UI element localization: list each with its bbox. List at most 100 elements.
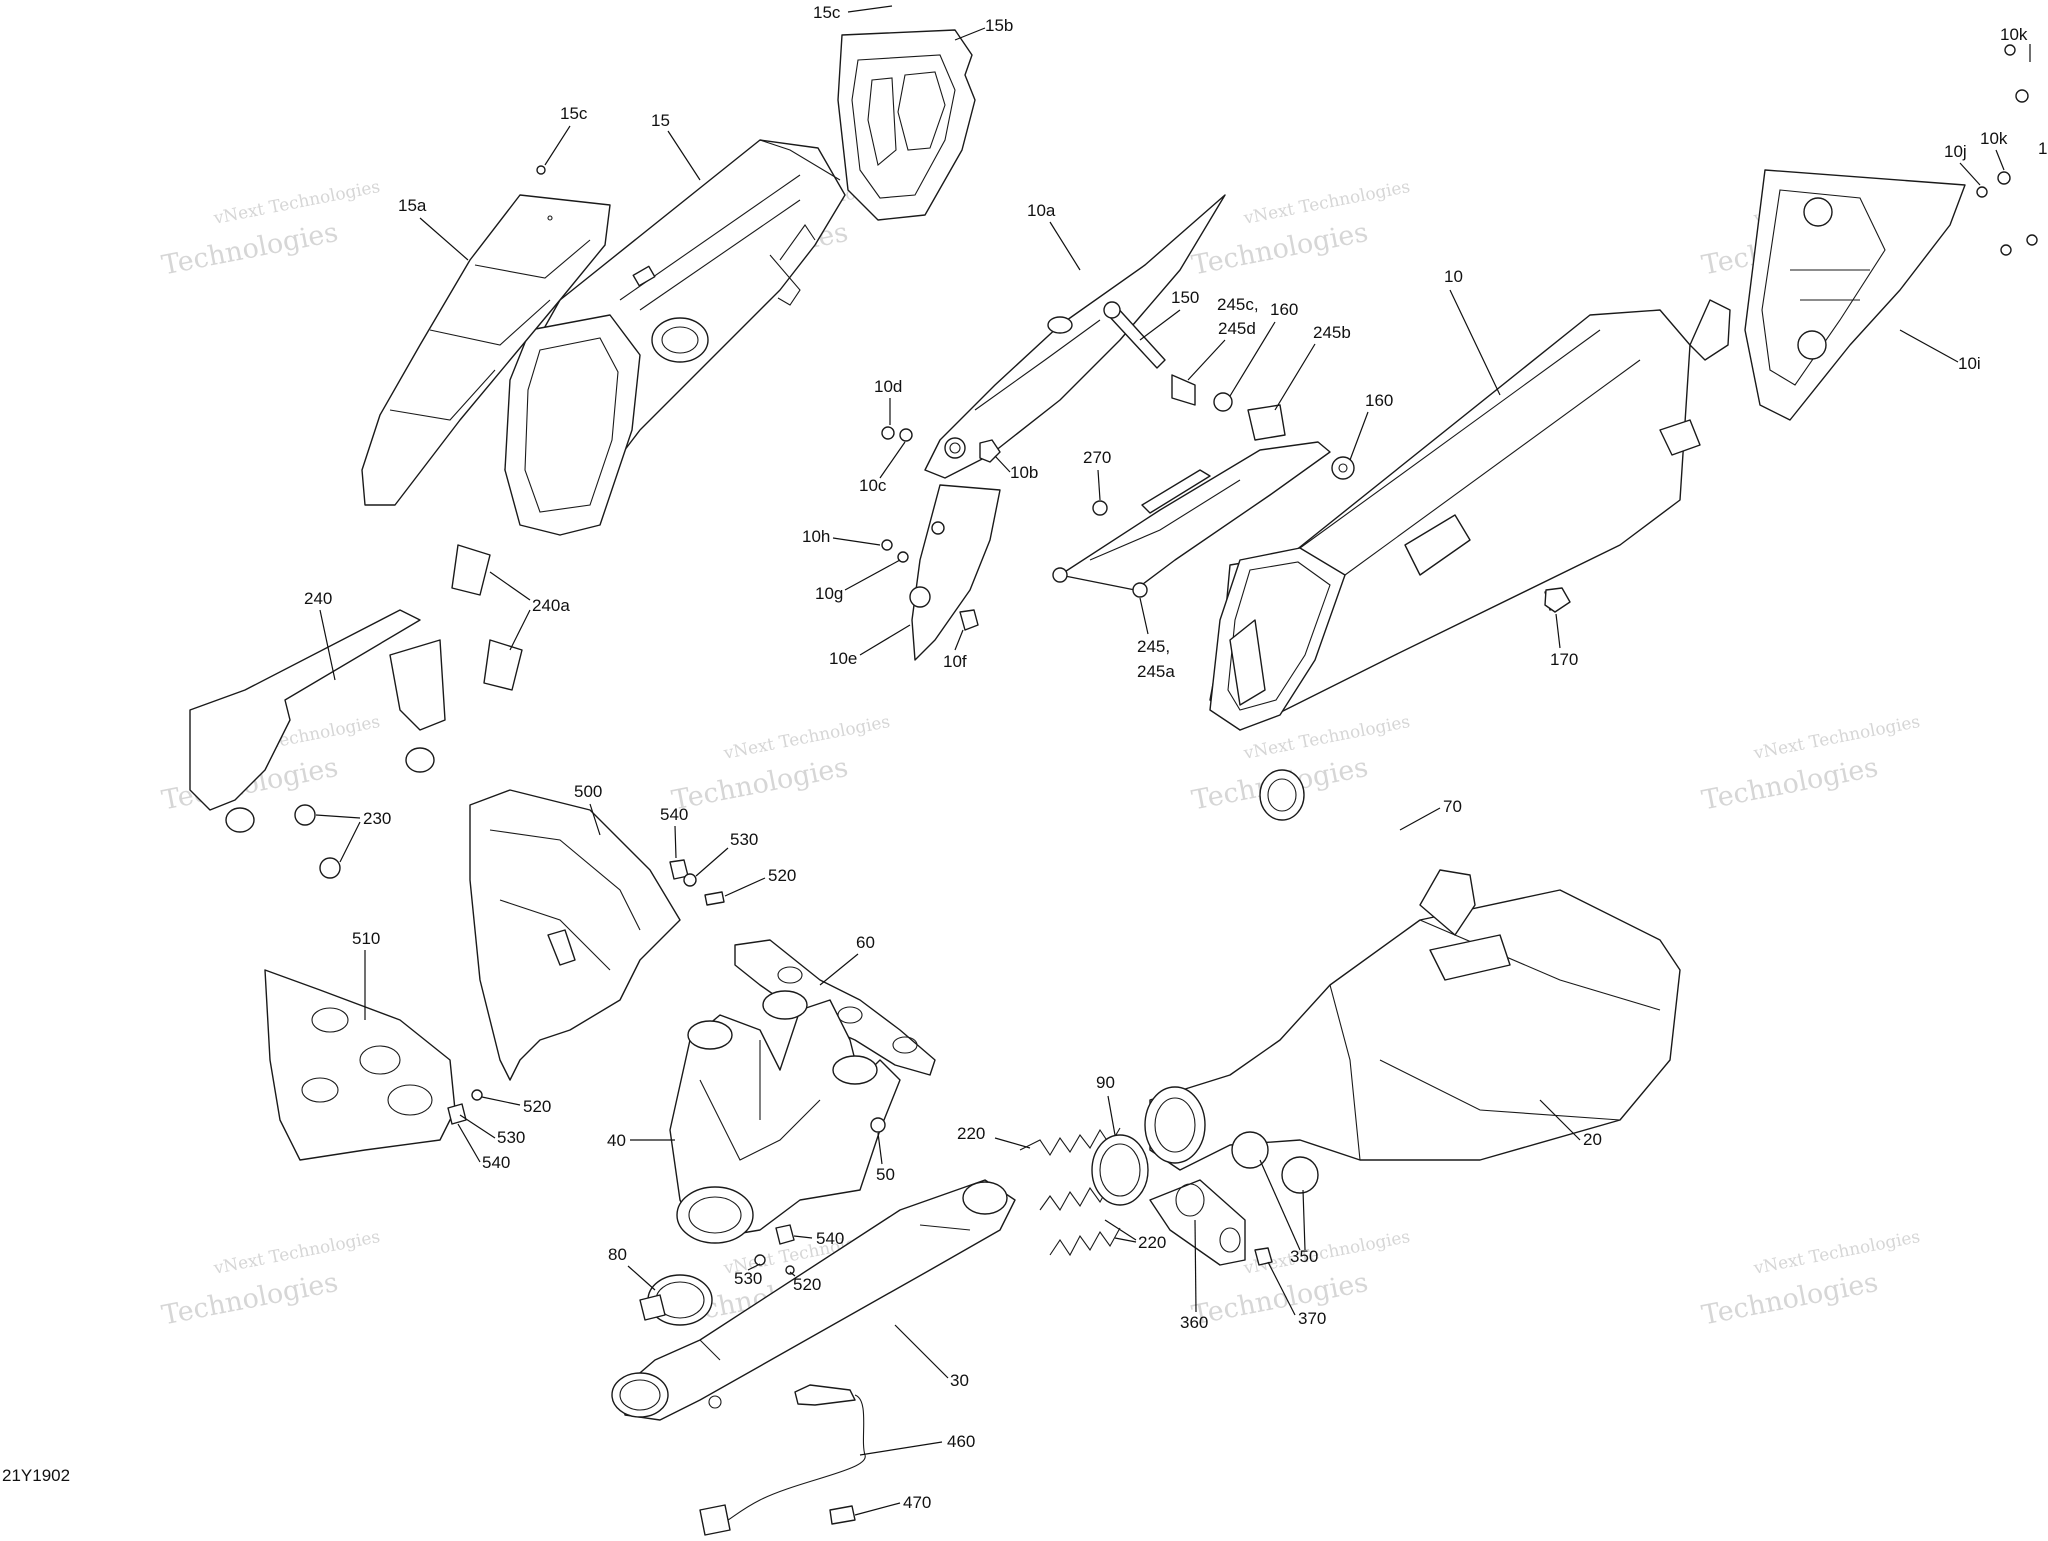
callout-90: 90 [1096,1073,1116,1136]
svg-text:220: 220 [957,1124,985,1143]
svg-text:530: 530 [730,830,758,849]
svg-text:Technologies: Technologies [1699,752,1880,817]
svg-text:170: 170 [1550,650,1578,669]
watermark: vNext Technologies Technologies [1699,1227,1922,1332]
callout-520-bottom: 520 [789,1271,821,1294]
svg-text:10d: 10d [874,377,902,396]
svg-text:10i: 10i [1958,354,1981,373]
svg-text:230: 230 [363,809,391,828]
o2-sensor-460-drawing [699,1384,866,1536]
exhaust-manifold-40-drawing [669,990,901,1244]
callout-10d: 10d [874,377,902,425]
svg-text:540: 540 [482,1153,510,1172]
svg-text:360: 360 [1180,1313,1208,1332]
bracket-10e-drawing [909,484,1001,661]
callout-15c-top: 15c [813,3,893,22]
svg-text:vNext Technologies: vNext Technologies [211,177,382,229]
svg-text:530: 530 [497,1128,525,1147]
svg-text:vNext Technologies: vNext Technologies [721,712,892,764]
watermark: vNext Technologies Technologies [159,177,382,282]
callout-10c: 10c [859,441,906,495]
svg-text:10c: 10c [859,476,887,495]
callout-510: 510 [352,929,380,1020]
bolt-520-drawing [704,891,725,906]
callout-350: 350 [1259,1159,1318,1266]
svg-text:245,: 245, [1137,637,1170,656]
callout-520-upper: 520 [724,866,796,897]
end-cap-10i-drawing [1744,169,1966,421]
svg-text:15c: 15c [560,104,588,123]
callout-70: 70 [1399,797,1462,831]
svg-text:220: 220 [1138,1233,1166,1252]
muffler-15-drawing [504,139,846,536]
callout-10k: 10k [1980,129,2008,171]
callout-30: 30 [894,1324,969,1390]
callout-170: 170 [1550,613,1578,669]
bolt-150-drawing [1103,301,1286,441]
svg-text:270: 270 [1083,448,1111,467]
svg-text:10f: 10f [943,652,967,671]
callout-10h: 10h [802,527,881,546]
callout-370: 370 [1267,1261,1326,1328]
callout-530-upper: 530 [695,830,758,877]
svg-text:1: 1 [2038,139,2047,158]
svg-text:10g: 10g [815,584,843,603]
svg-text:10k: 10k [1980,129,2008,148]
svg-text:460: 460 [947,1432,975,1451]
callout-530-lower: 530 [459,1114,525,1147]
bolt-10d-drawing [881,426,913,442]
end-cap-15b-drawing [837,29,976,221]
watermark: vNext Technologies Technologies [159,1227,382,1332]
callout-470: 470 [854,1493,931,1516]
callout-15b: 15b [954,16,1013,41]
svg-text:245c,: 245c, [1217,295,1259,314]
clamp-80-drawing [639,1274,713,1326]
callout-540-upper: 540 [660,805,688,859]
svg-text:Technologies: Technologies [1699,1267,1880,1332]
callout-10k-top: 10k [2000,25,2031,62]
callout-245c: 245c, 245d [1187,295,1259,381]
svg-text:vNext Technologies: vNext Technologies [1751,712,1922,764]
svg-text:245a: 245a [1137,662,1175,681]
callout-160-upper: 160 [1229,300,1298,397]
grommets-350-drawing [1231,1131,1319,1194]
svg-text:15b: 15b [985,16,1013,35]
diagram-reference-code: 21Y1902 [2,1466,71,1485]
svg-text:Technologies: Technologies [1189,1267,1370,1332]
callout-60: 60 [819,933,875,986]
callout-10g: 10g [815,559,901,603]
svg-text:50: 50 [876,1165,895,1184]
callout-230: 230 [315,809,391,863]
bracket-10a-drawing [924,194,1226,479]
callout-10f: 10f [943,629,967,671]
svg-text:10a: 10a [1027,201,1056,220]
svg-text:10h: 10h [802,527,830,546]
callout-150: 150 [1139,288,1199,341]
callout-15: 15 [651,111,701,181]
callout-520-lower: 520 [481,1096,551,1116]
callout-10j: 10j [1944,142,1981,186]
callouts: 15c 15b 15c 15 15a 10a 150 245c, [304,3,2047,1516]
callout-540-bottom: 540 [793,1229,844,1248]
svg-text:20: 20 [1583,1130,1602,1149]
exhaust-pipe-30-drawing [611,1179,1016,1421]
svg-text:Technologies: Technologies [669,752,850,817]
springs-220-drawing [1019,1127,1121,1257]
svg-text:150: 150 [1171,288,1199,307]
svg-text:10: 10 [1444,267,1463,286]
svg-text:370: 370 [1298,1309,1326,1328]
callout-10a: 10a [1027,201,1081,271]
svg-text:vNext Technologies: vNext Technologies [211,1227,382,1279]
svg-text:510: 510 [352,929,380,948]
grommets-240a-drawing [451,544,523,691]
muffler-10-drawing [1209,299,1731,821]
callout-80: 80 [608,1245,656,1291]
clip-470-drawing [829,1505,856,1525]
svg-text:530: 530 [734,1269,762,1288]
svg-text:Technologies: Technologies [1189,217,1370,282]
svg-text:10j: 10j [1944,142,1967,161]
nut-370-drawing [1254,1247,1273,1266]
heat-shield-15a-drawing [361,194,611,506]
washer-160-drawing [1331,456,1355,480]
callout-240a: 240a [489,571,570,651]
